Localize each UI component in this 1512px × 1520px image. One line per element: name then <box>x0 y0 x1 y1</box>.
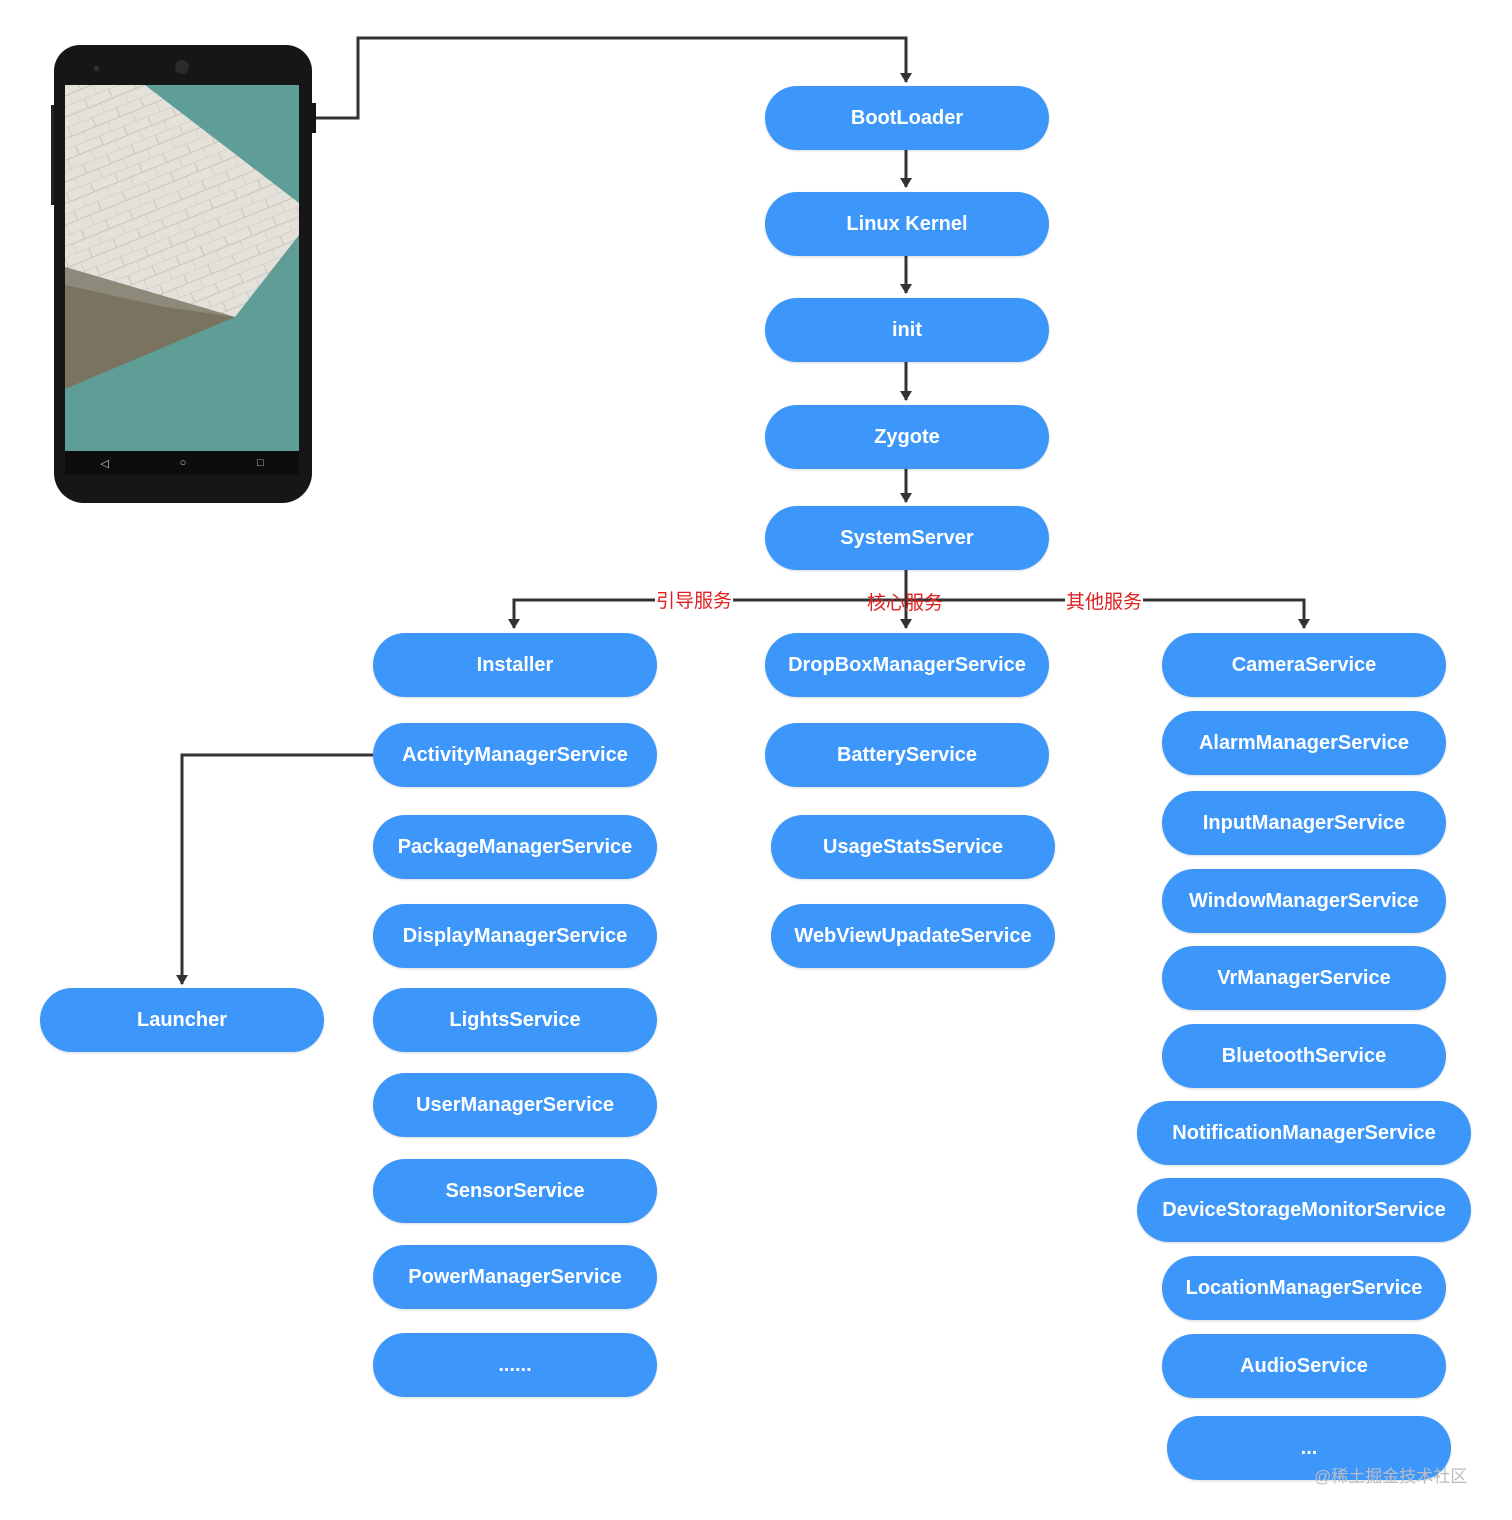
node-bootstrap-more: ...... <box>373 1333 657 1397</box>
home-icon: ○ <box>179 457 187 469</box>
node-launcher: Launcher <box>40 988 324 1052</box>
node-bootloader: BootLoader <box>765 86 1049 150</box>
node-battery-service: BatteryService <box>765 723 1049 787</box>
node-zygote: Zygote <box>765 405 1049 469</box>
node-bluetooth-service: BluetoothService <box>1162 1024 1446 1088</box>
node-device-storage-monitor-service: DeviceStorageMonitorService <box>1137 1178 1471 1242</box>
phone-to-bootloader-connector <box>312 36 912 120</box>
node-camera-service: CameraService <box>1162 633 1446 697</box>
systemserver-to-bootstrap-connector <box>508 598 906 629</box>
node-linux-kernel: Linux Kernel <box>765 192 1049 256</box>
node-package-manager-service: PackageManagerService <box>373 815 657 879</box>
node-activity-manager-service: ActivityManagerService <box>373 723 657 787</box>
node-lights-service: LightsService <box>373 988 657 1052</box>
node-sensor-service: SensorService <box>373 1159 657 1223</box>
android-phone-illustration: ◁ ○ □ <box>51 45 316 503</box>
node-other-more: ... <box>1167 1416 1451 1480</box>
phone-screen: ◁ ○ □ <box>65 85 299 475</box>
phone-wallpaper <box>65 85 299 451</box>
node-audio-service: AudioService <box>1162 1334 1446 1398</box>
phone-camera <box>175 60 189 74</box>
phone-volume-button <box>51 105 54 205</box>
node-display-manager-service: DisplayManagerService <box>373 904 657 968</box>
watermark: @稀土掘金技术社区 <box>1314 1467 1468 1486</box>
recent-apps-icon: □ <box>256 457 264 469</box>
node-usage-stats-service: UsageStatsService <box>771 815 1055 879</box>
node-dropbox-manager-service: DropBoxManagerService <box>765 633 1049 697</box>
node-location-manager-service: LocationManagerService <box>1162 1256 1446 1320</box>
node-window-manager-service: WindowManagerService <box>1162 869 1446 933</box>
ams-to-launcher-connector <box>176 753 373 985</box>
node-input-manager-service: InputManagerService <box>1162 791 1446 855</box>
node-installer: Installer <box>373 633 657 697</box>
systemserver-to-other-connector <box>906 598 1310 629</box>
node-alarm-manager-service: AlarmManagerService <box>1162 711 1446 775</box>
edge-label-other: 其他服务 <box>1065 592 1144 614</box>
node-power-manager-service: PowerManagerService <box>373 1245 657 1309</box>
phone-navbar: ◁ ○ □ <box>65 451 299 475</box>
phone-power-button <box>312 103 316 133</box>
node-vr-manager-service: VrManagerService <box>1162 946 1446 1010</box>
edge-label-core: 核心服务 <box>867 593 944 614</box>
node-user-manager-service: UserManagerService <box>373 1073 657 1137</box>
node-system-server: SystemServer <box>765 506 1049 570</box>
back-icon: ◁ <box>100 457 109 470</box>
node-webview-update-service: WebViewUpadateService <box>771 904 1055 968</box>
edge-label-bootstrap: 引导服务 <box>655 591 734 613</box>
node-init: init <box>765 298 1049 362</box>
node-notification-manager-service: NotificationManagerService <box>1137 1101 1471 1165</box>
phone-sensor <box>94 66 99 71</box>
